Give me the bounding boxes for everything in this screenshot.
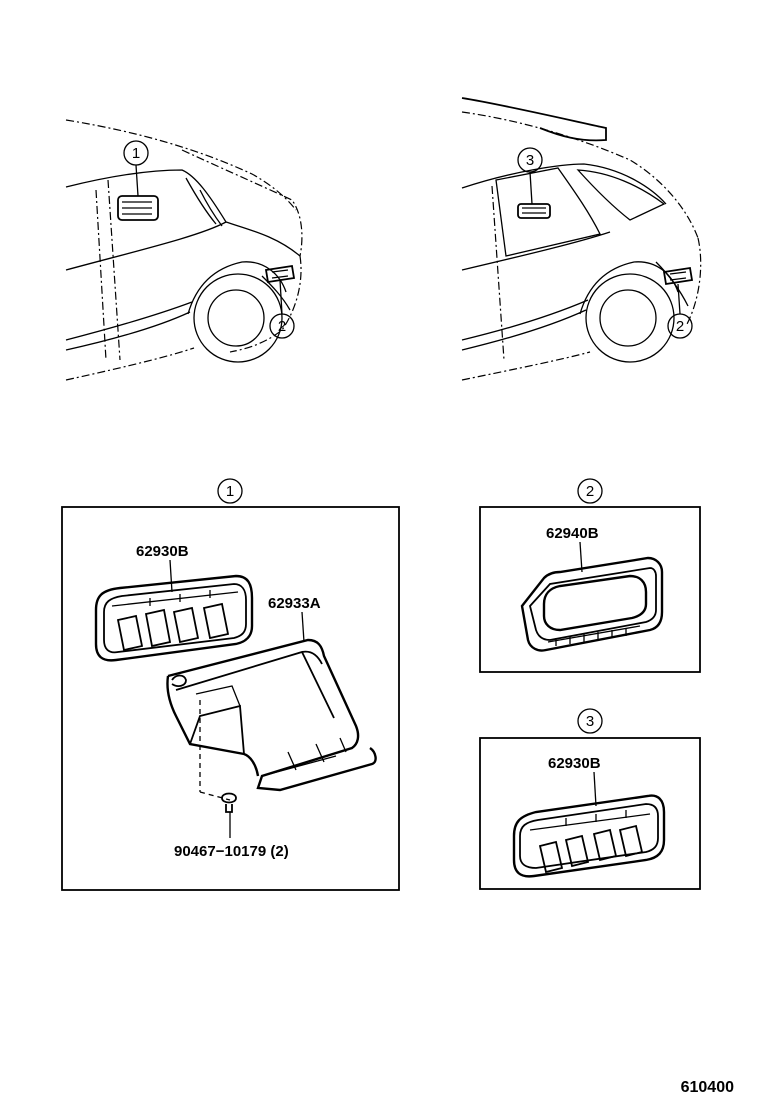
panel-2-number: 2 [586, 483, 594, 500]
label-62940b: 62940B [546, 525, 599, 542]
wagon-illustration: 3 2 [461, 97, 702, 381]
panel-1: 1 62930B 62933A [61, 478, 400, 891]
part-62930b-grille [94, 574, 254, 662]
panel-3-number: 3 [586, 713, 594, 730]
label-62930b-panel3: 62930B [548, 755, 601, 772]
wagon-vent-bumper [662, 266, 694, 286]
wagon-vent-window [517, 203, 551, 219]
sedan-vent-bumper [264, 264, 296, 284]
part-90467-screw [199, 700, 237, 838]
part-62930b-grille-alt [512, 794, 666, 878]
reference-code: 610400 [681, 1079, 734, 1096]
label-90467: 90467−10179 (2) [174, 843, 289, 860]
callout-3-wagon: 3 [526, 152, 534, 169]
callout-2-sedan: 2 [278, 318, 286, 335]
sedan-illustration: 1 2 [65, 119, 303, 381]
label-62933a: 62933A [268, 595, 321, 612]
panel-2: 2 62940B [479, 478, 701, 673]
part-62940b-bezel [520, 556, 664, 652]
label-62930b-panel1: 62930B [136, 543, 189, 560]
part-62933a-duct [166, 638, 377, 792]
panel-1-number: 1 [226, 483, 234, 500]
callout-2-wagon: 2 [676, 318, 684, 335]
sedan-vent-window [117, 195, 159, 221]
panel-3: 3 62930B [479, 708, 701, 890]
callout-1-sedan: 1 [132, 145, 140, 162]
